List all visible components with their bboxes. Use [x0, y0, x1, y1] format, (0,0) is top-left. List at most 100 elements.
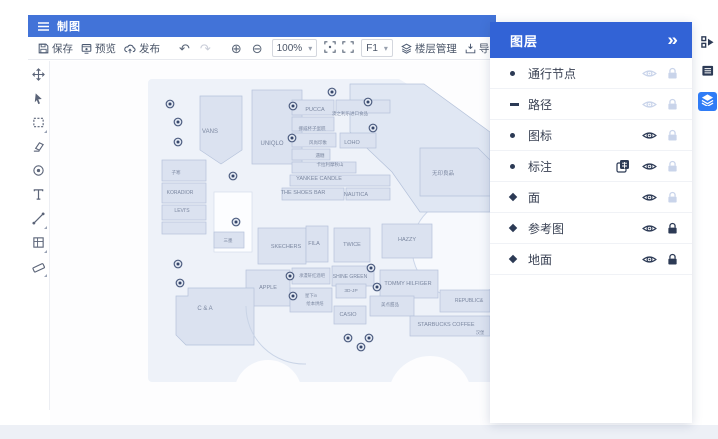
layer-row-路径[interactable]: 路径 [490, 89, 692, 120]
store-label: VANS [202, 129, 218, 135]
room [381, 223, 433, 259]
line-tool-button[interactable] [30, 211, 48, 230]
lock-icon[interactable] [664, 253, 678, 266]
passage-node-marker-core [176, 262, 180, 266]
zoom-level-select[interactable]: 100% ▾ [271, 39, 318, 57]
submenu-indicator [43, 130, 47, 133]
node-tool-button[interactable] [30, 163, 48, 182]
store-label: LOHO [344, 140, 360, 146]
lock-icon[interactable] [664, 98, 678, 111]
store-label: C & A [197, 306, 212, 312]
passage-node-marker-core [290, 136, 294, 140]
zoom-in-button[interactable]: ⊕ [230, 40, 242, 56]
store-label: 承漫轩红酒吧 [299, 272, 325, 279]
passage-node-marker-core [330, 90, 334, 94]
redo-button[interactable]: ↷ [199, 40, 211, 56]
bottom-strip [0, 425, 718, 439]
menu-icon[interactable] [38, 21, 49, 31]
visibility-eye-icon[interactable] [642, 161, 664, 172]
visibility-eye-icon[interactable] [642, 99, 664, 110]
layer-row-地面[interactable]: 地面 [490, 244, 692, 275]
area-tool-icon [32, 236, 45, 254]
marquee-tool-button[interactable] [30, 115, 48, 134]
undo-button[interactable]: ↶ [179, 40, 190, 56]
zoom-out-button[interactable]: ⊖ [251, 40, 263, 56]
line-tool-icon [32, 211, 45, 230]
store-label: PUCCA [305, 107, 325, 113]
store-label: 风尚印象 [309, 139, 327, 146]
fill-tool-button[interactable] [30, 139, 48, 158]
area-tool-button[interactable] [30, 235, 48, 254]
fill-tool-icon [32, 140, 45, 158]
scallop-cutout [234, 360, 302, 428]
visibility-eye-icon[interactable] [642, 254, 664, 265]
lock-icon[interactable] [664, 67, 678, 80]
passage-node-marker-core [371, 126, 375, 130]
layer-row-标注[interactable]: 标注 [490, 151, 692, 182]
lock-icon[interactable] [664, 191, 678, 204]
floor-select[interactable]: F1 ▾ [361, 39, 393, 57]
save-icon [38, 43, 49, 53]
tool-palette [28, 61, 50, 410]
store-label: REPUBLIC& [455, 298, 484, 304]
floor-manage-button[interactable]: 楼层管理 [397, 39, 461, 58]
lock-icon[interactable] [664, 222, 678, 235]
room [289, 287, 333, 313]
layer-label: 参考图 [528, 221, 565, 236]
measure-tool-icon [32, 260, 45, 278]
layer-marker-icon [508, 192, 528, 202]
passage-node-marker-core [168, 102, 172, 106]
store-label: YANKEE CANDLE [296, 176, 342, 182]
preview-button[interactable]: 预览 [77, 39, 120, 58]
passage-node-marker-core [359, 345, 363, 349]
store-label: 绘本烘焙 [306, 300, 324, 307]
visibility-eye-icon[interactable] [642, 223, 664, 234]
room [369, 295, 415, 317]
layer-row-图标[interactable]: 图标 [490, 120, 692, 151]
save-button[interactable]: 保存 [34, 39, 77, 58]
lock-icon[interactable] [664, 160, 678, 173]
visibility-eye-icon[interactable] [642, 192, 664, 203]
store-label: UNIQLO [260, 141, 283, 147]
side-floor-list-button[interactable] [698, 63, 717, 82]
layers-panel-header: 图层 » [490, 22, 692, 58]
room [161, 182, 207, 204]
app-title: 制图 [57, 21, 81, 33]
measure-tool-button[interactable] [30, 259, 48, 278]
text-tool-button[interactable] [30, 187, 48, 206]
chevron-down-icon: ▾ [383, 43, 388, 53]
side-node-select-button[interactable] [698, 34, 717, 53]
annotation-collision-icon[interactable] [616, 159, 642, 173]
store-label: 澳之利乐进口食品 [332, 110, 368, 117]
passage-node-marker-core [369, 266, 373, 270]
store-label: 美点甜品 [381, 301, 399, 308]
chevron-down-icon: ▾ [308, 43, 313, 53]
room [257, 227, 307, 265]
store-label: 无印良品 [432, 169, 455, 177]
layer-row-参考图[interactable]: 参考图 [490, 213, 692, 244]
fullscreen-button[interactable] [339, 41, 357, 55]
main-toolbar: 保存 预览 发布 ↶ ↷ ⊕ ⊖ 100% ▾ F1 ▾ 楼层管理 导入参考图 [28, 37, 559, 60]
passage-node-marker-core [366, 100, 370, 104]
lock-icon[interactable] [664, 129, 678, 142]
visibility-eye-icon[interactable] [642, 130, 664, 141]
move-tool-button[interactable] [30, 67, 48, 86]
fit-center-button[interactable] [321, 41, 339, 55]
store-label: NAUTICA [344, 192, 368, 198]
side-layers-button[interactable] [698, 92, 717, 111]
room [199, 95, 243, 165]
store-label: 挪威杯子蛋糕 [299, 125, 326, 132]
room [339, 132, 377, 149]
store-label: APPLE [259, 285, 277, 291]
layer-marker-icon [508, 223, 528, 233]
publish-button[interactable]: 发布 [120, 39, 164, 58]
layer-row-面[interactable]: 面 [490, 182, 692, 213]
visibility-eye-icon[interactable] [642, 68, 664, 79]
node-select-icon [701, 35, 714, 53]
passage-node-marker-core [291, 294, 295, 298]
collapse-panel-icon[interactable]: » [667, 31, 678, 49]
select-tool-button[interactable] [30, 91, 48, 110]
layer-label: 通行节点 [528, 66, 577, 81]
layer-row-通行节点[interactable]: 通行节点 [490, 58, 692, 89]
